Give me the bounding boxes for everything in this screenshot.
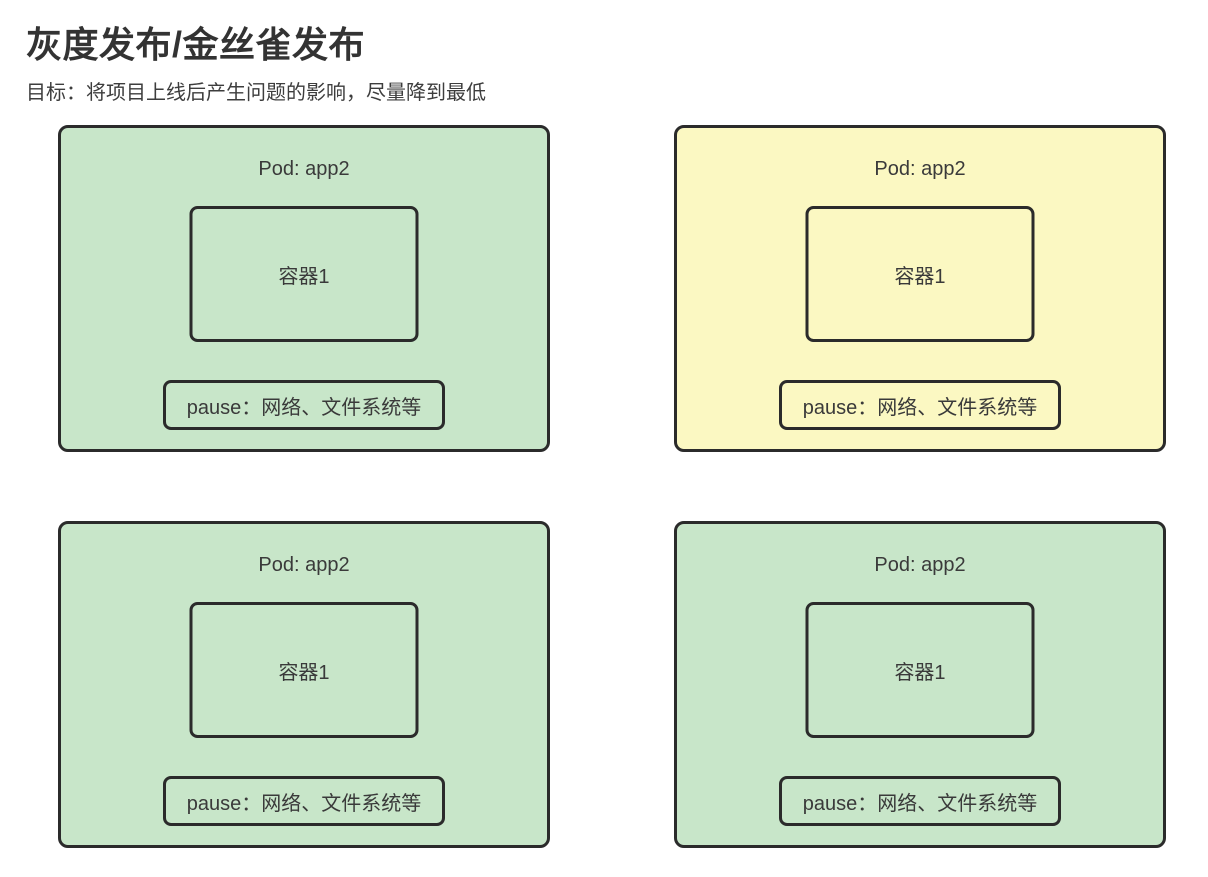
container-box: 容器1 bbox=[805, 206, 1035, 342]
pod-card-bottom-right: Pod: app2 容器1 pause：网络、文件系统等 bbox=[674, 521, 1166, 848]
pause-label: pause：网络、文件系统等 bbox=[802, 396, 1038, 419]
container-box: 容器1 bbox=[189, 206, 419, 342]
container-label: 容器1 bbox=[278, 265, 330, 288]
pause-box: pause：网络、文件系统等 bbox=[779, 380, 1061, 430]
container-label: 容器1 bbox=[278, 661, 330, 684]
page-title: 灰度发布/金丝雀发布 bbox=[26, 24, 366, 65]
pod-title: Pod: app2 bbox=[258, 554, 350, 576]
pod-card-top-right: Pod: app2 容器1 pause：网络、文件系统等 bbox=[674, 125, 1166, 452]
pod-card-top-left: Pod: app2 容器1 pause：网络、文件系统等 bbox=[58, 125, 550, 452]
pod-title: Pod: app2 bbox=[258, 158, 350, 180]
pod-title: Pod: app2 bbox=[874, 554, 966, 576]
pause-label: pause：网络、文件系统等 bbox=[186, 396, 422, 419]
container-box: 容器1 bbox=[189, 602, 419, 738]
pod-title: Pod: app2 bbox=[874, 158, 966, 180]
pause-label: pause：网络、文件系统等 bbox=[186, 792, 422, 815]
container-box: 容器1 bbox=[805, 602, 1035, 738]
pause-box: pause：网络、文件系统等 bbox=[779, 776, 1061, 826]
pause-box: pause：网络、文件系统等 bbox=[163, 380, 445, 430]
pod-card-bottom-left: Pod: app2 容器1 pause：网络、文件系统等 bbox=[58, 521, 550, 848]
pause-label: pause：网络、文件系统等 bbox=[802, 792, 1038, 815]
container-label: 容器1 bbox=[894, 661, 946, 684]
page-subtitle: 目标：将项目上线后产生问题的影响，尽量降到最低 bbox=[26, 82, 486, 104]
container-label: 容器1 bbox=[894, 265, 946, 288]
pause-box: pause：网络、文件系统等 bbox=[163, 776, 445, 826]
